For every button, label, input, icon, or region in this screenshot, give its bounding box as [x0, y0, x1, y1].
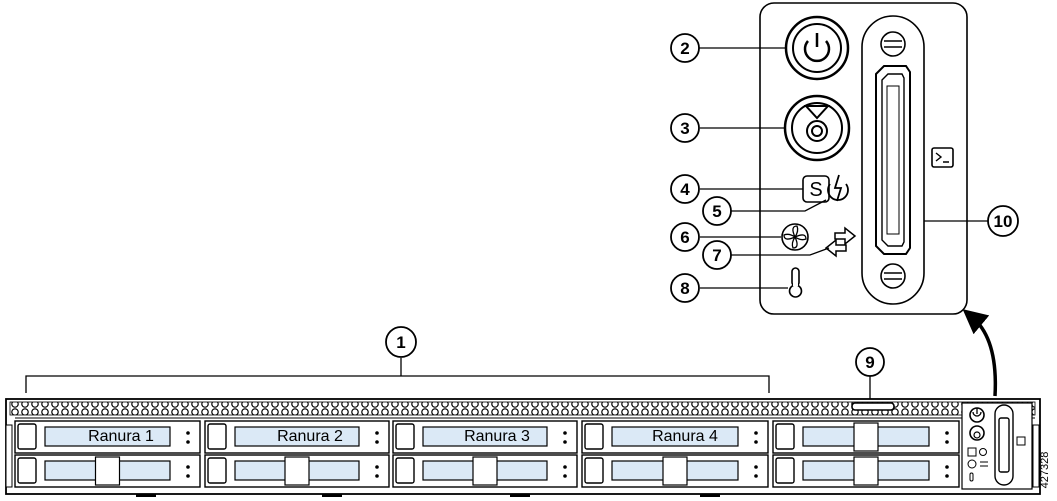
system-status-icon: S: [802, 175, 830, 203]
power-button-icon[interactable]: [784, 15, 850, 81]
drive-bay[interactable]: [581, 454, 769, 488]
power-supply-status-icon: [827, 174, 849, 202]
slot-label-1: Ranura 1: [88, 428, 154, 445]
drive-bay[interactable]: [392, 454, 578, 488]
callout-5: 5: [702, 196, 732, 226]
callout-4: 4: [670, 174, 700, 204]
slot-label-3: Ranura 3: [464, 428, 530, 445]
callout-2: 2: [670, 33, 700, 63]
leader-lines: [25, 47, 988, 401]
svg-text:7: 7: [712, 246, 721, 265]
callout-9: 9: [855, 347, 885, 377]
slot-label-4: Ranura 4: [652, 428, 718, 445]
figure-number: 427328: [1039, 452, 1051, 489]
drive-bay[interactable]: [204, 420, 390, 454]
svg-text:5: 5: [712, 202, 721, 221]
drive-bay[interactable]: [581, 420, 769, 454]
callout-7: 7: [702, 240, 732, 270]
drive-bay[interactable]: [204, 454, 390, 488]
front-control-panel: [961, 402, 1033, 490]
kvm-connector-icon[interactable]: [861, 15, 925, 305]
network-link-icon: [824, 226, 857, 258]
slot-label-2: Ranura 2: [277, 428, 343, 445]
chassis-feet: [136, 494, 720, 497]
system-status-badge-text: S: [809, 179, 822, 201]
svg-text:9: 9: [865, 353, 874, 372]
zoom-arrow: [962, 309, 998, 397]
callout-6: 6: [670, 222, 700, 252]
unit-id-button-icon[interactable]: [783, 94, 851, 162]
kvm-console-icon: [931, 147, 954, 168]
callout-3: 3: [670, 113, 700, 143]
drive-bay[interactable]: [14, 454, 201, 488]
svg-text:2: 2: [680, 39, 689, 58]
callout-1: 1: [385, 326, 417, 358]
callout-8: 8: [670, 273, 700, 303]
slot-captions: Ranura 1 Ranura 2 Ranura 3 Ranura 4: [88, 428, 718, 445]
pull-tab[interactable]: [851, 402, 895, 411]
control-panel-zoom: S: [759, 2, 968, 315]
drive-bay[interactable]: [14, 420, 201, 454]
svg-text:6: 6: [680, 228, 689, 247]
drive-bay[interactable]: [392, 420, 578, 454]
fan-status-icon: [781, 223, 809, 251]
svg-text:10: 10: [994, 212, 1013, 231]
svg-text:3: 3: [680, 119, 689, 138]
drive-bays: [14, 420, 960, 488]
temperature-icon: [788, 267, 803, 298]
drive-bay[interactable]: [772, 454, 960, 488]
svg-text:1: 1: [396, 333, 405, 352]
drive-bay[interactable]: [772, 420, 960, 454]
svg-text:4: 4: [680, 180, 690, 199]
svg-text:8: 8: [680, 279, 689, 298]
callout-10: 10: [987, 205, 1019, 237]
